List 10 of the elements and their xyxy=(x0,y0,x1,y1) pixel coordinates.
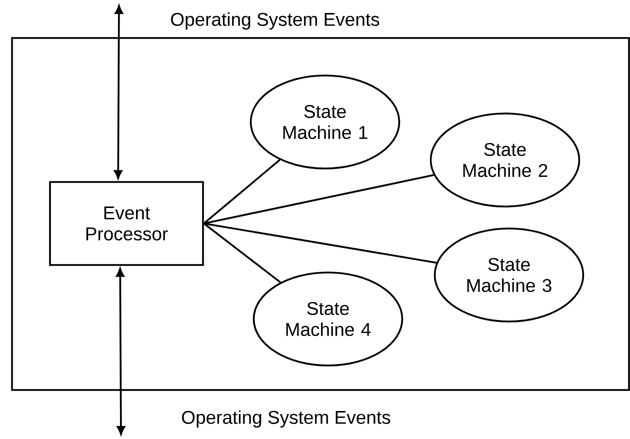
connector-line xyxy=(204,222,437,264)
label-text: Operating System Events xyxy=(171,12,380,30)
process-box: Event Processor xyxy=(49,181,204,266)
connector-line xyxy=(203,222,281,284)
double-arrow xyxy=(114,5,124,179)
frame-box xyxy=(11,37,630,391)
label-text: Operating System Events xyxy=(182,410,390,428)
connector-line xyxy=(203,159,280,224)
connector-line xyxy=(204,174,434,224)
double-arrow xyxy=(116,268,126,435)
